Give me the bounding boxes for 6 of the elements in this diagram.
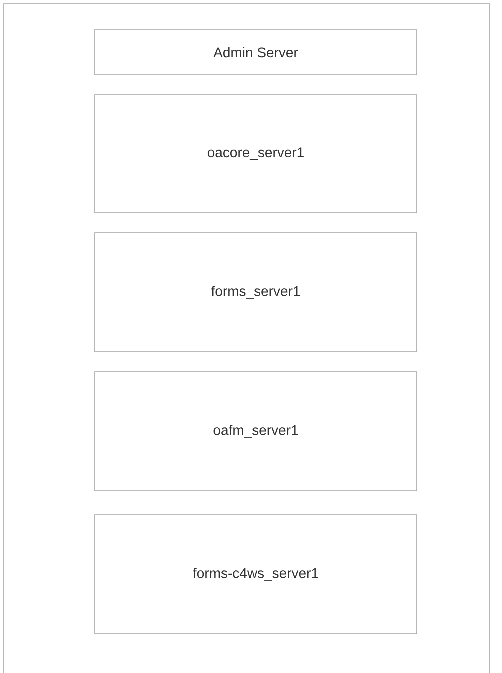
server-box: oafm_server1 — [94, 372, 418, 492]
server-box: oacore_server1 — [94, 94, 418, 214]
server-box: Admin Server — [94, 30, 418, 76]
frame — [4, 4, 490, 673]
server-box: forms-c4ws_server1 — [94, 514, 418, 634]
server-box: forms_server1 — [94, 232, 418, 352]
